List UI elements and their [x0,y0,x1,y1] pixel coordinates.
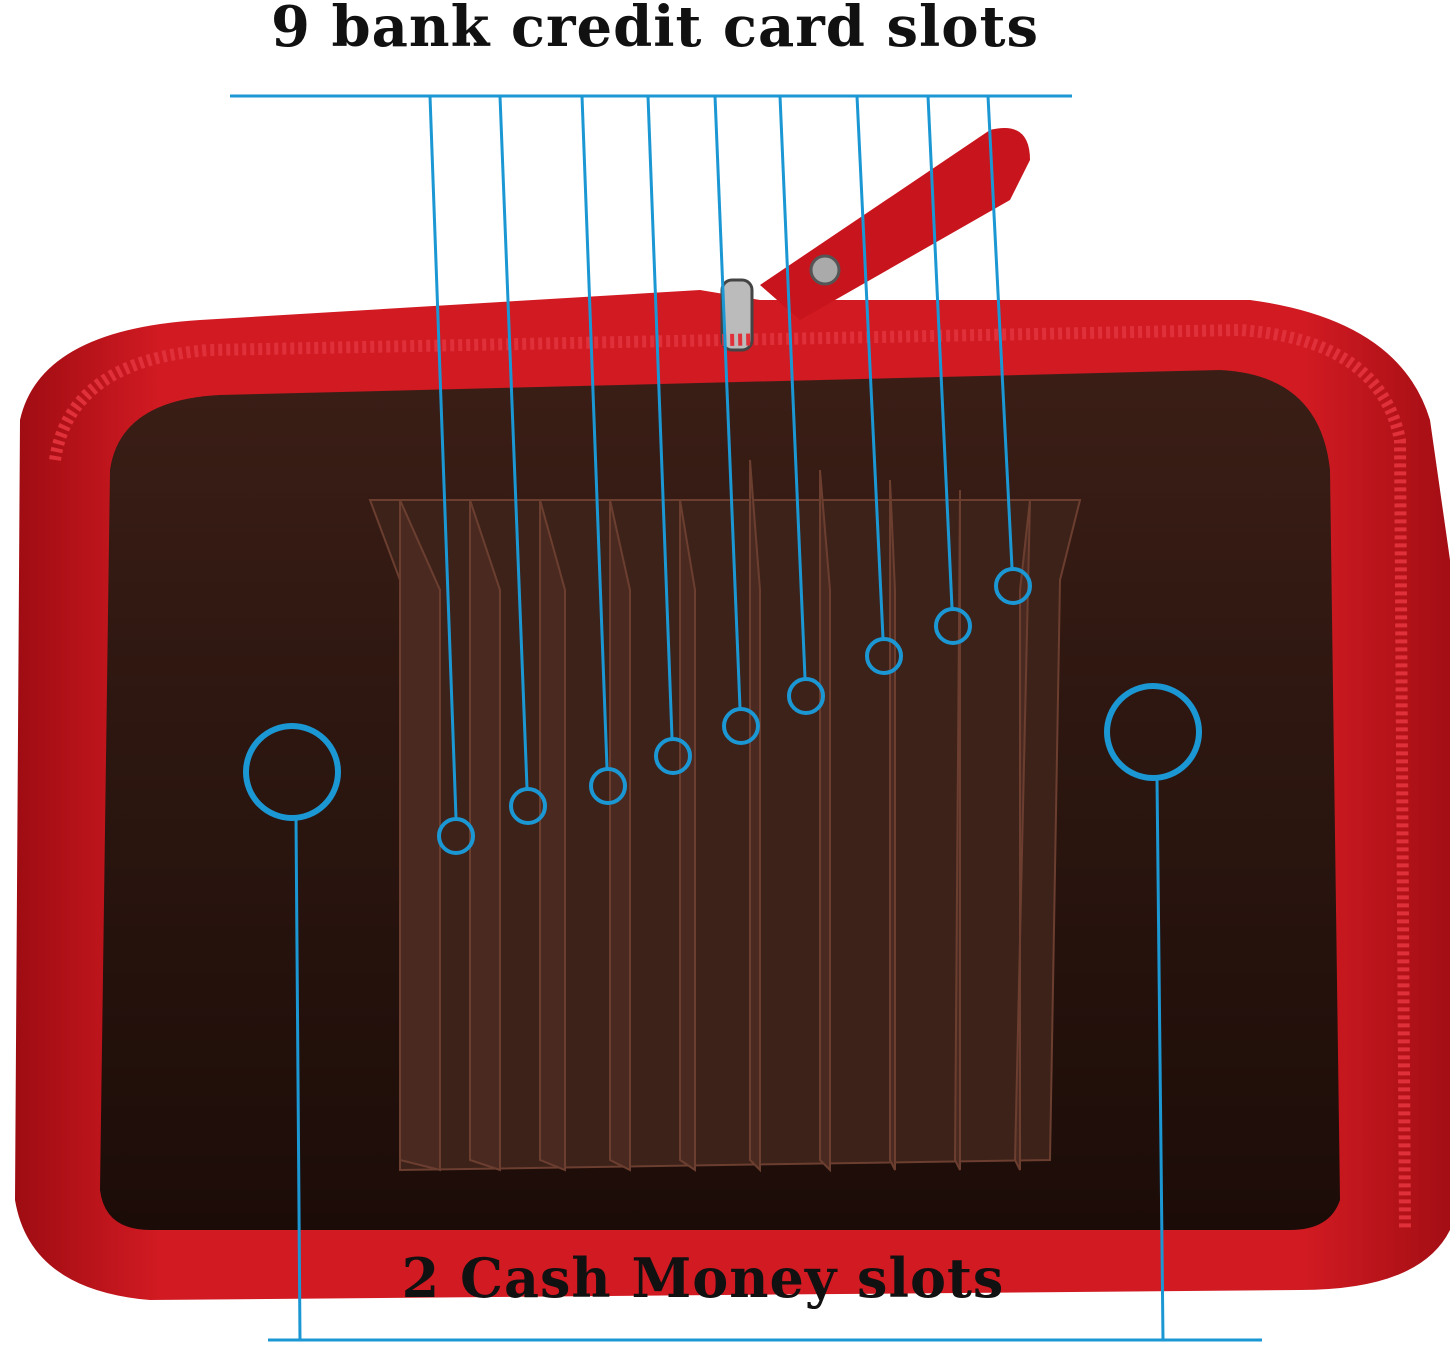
card-slot-marker [787,677,825,715]
card-slot-marker [509,787,547,825]
zipper-pull-tab [760,128,1030,320]
zipper-slider [720,278,754,352]
cash-slots-caption: 2 Cash Money slots [401,1246,1005,1310]
card-slots-caption: 9 bank credit card slots [270,0,1040,60]
cash-slot-leader-right [1155,777,1165,1341]
card-slot-leader [855,95,885,639]
card-slot-leader [580,95,609,769]
cash-slot-leader-left [294,817,302,1341]
card-slot-leader [428,95,458,819]
cash-slot-marker-right [1104,683,1202,781]
card-slot-leader [926,95,954,609]
card-slot-marker [722,707,760,745]
card-slots [368,459,1082,1173]
snap-button [809,254,841,286]
card-slot-marker [589,767,627,805]
annotation-overlay [230,94,1262,1342]
card-slot-leader [986,95,1014,569]
card-slot-marker [994,567,1032,605]
card-slot-leader [498,95,529,789]
card-slot-leader [646,95,674,739]
card-slot-leader [713,95,742,709]
card-slot-leader [778,95,807,679]
card-slot-marker [437,817,475,855]
cash-slot-marker-left [243,723,341,821]
card-slot-marker [865,637,903,675]
card-slot-marker [934,607,972,645]
zipper-track [49,323,1411,1231]
card-slot-marker [654,737,692,775]
